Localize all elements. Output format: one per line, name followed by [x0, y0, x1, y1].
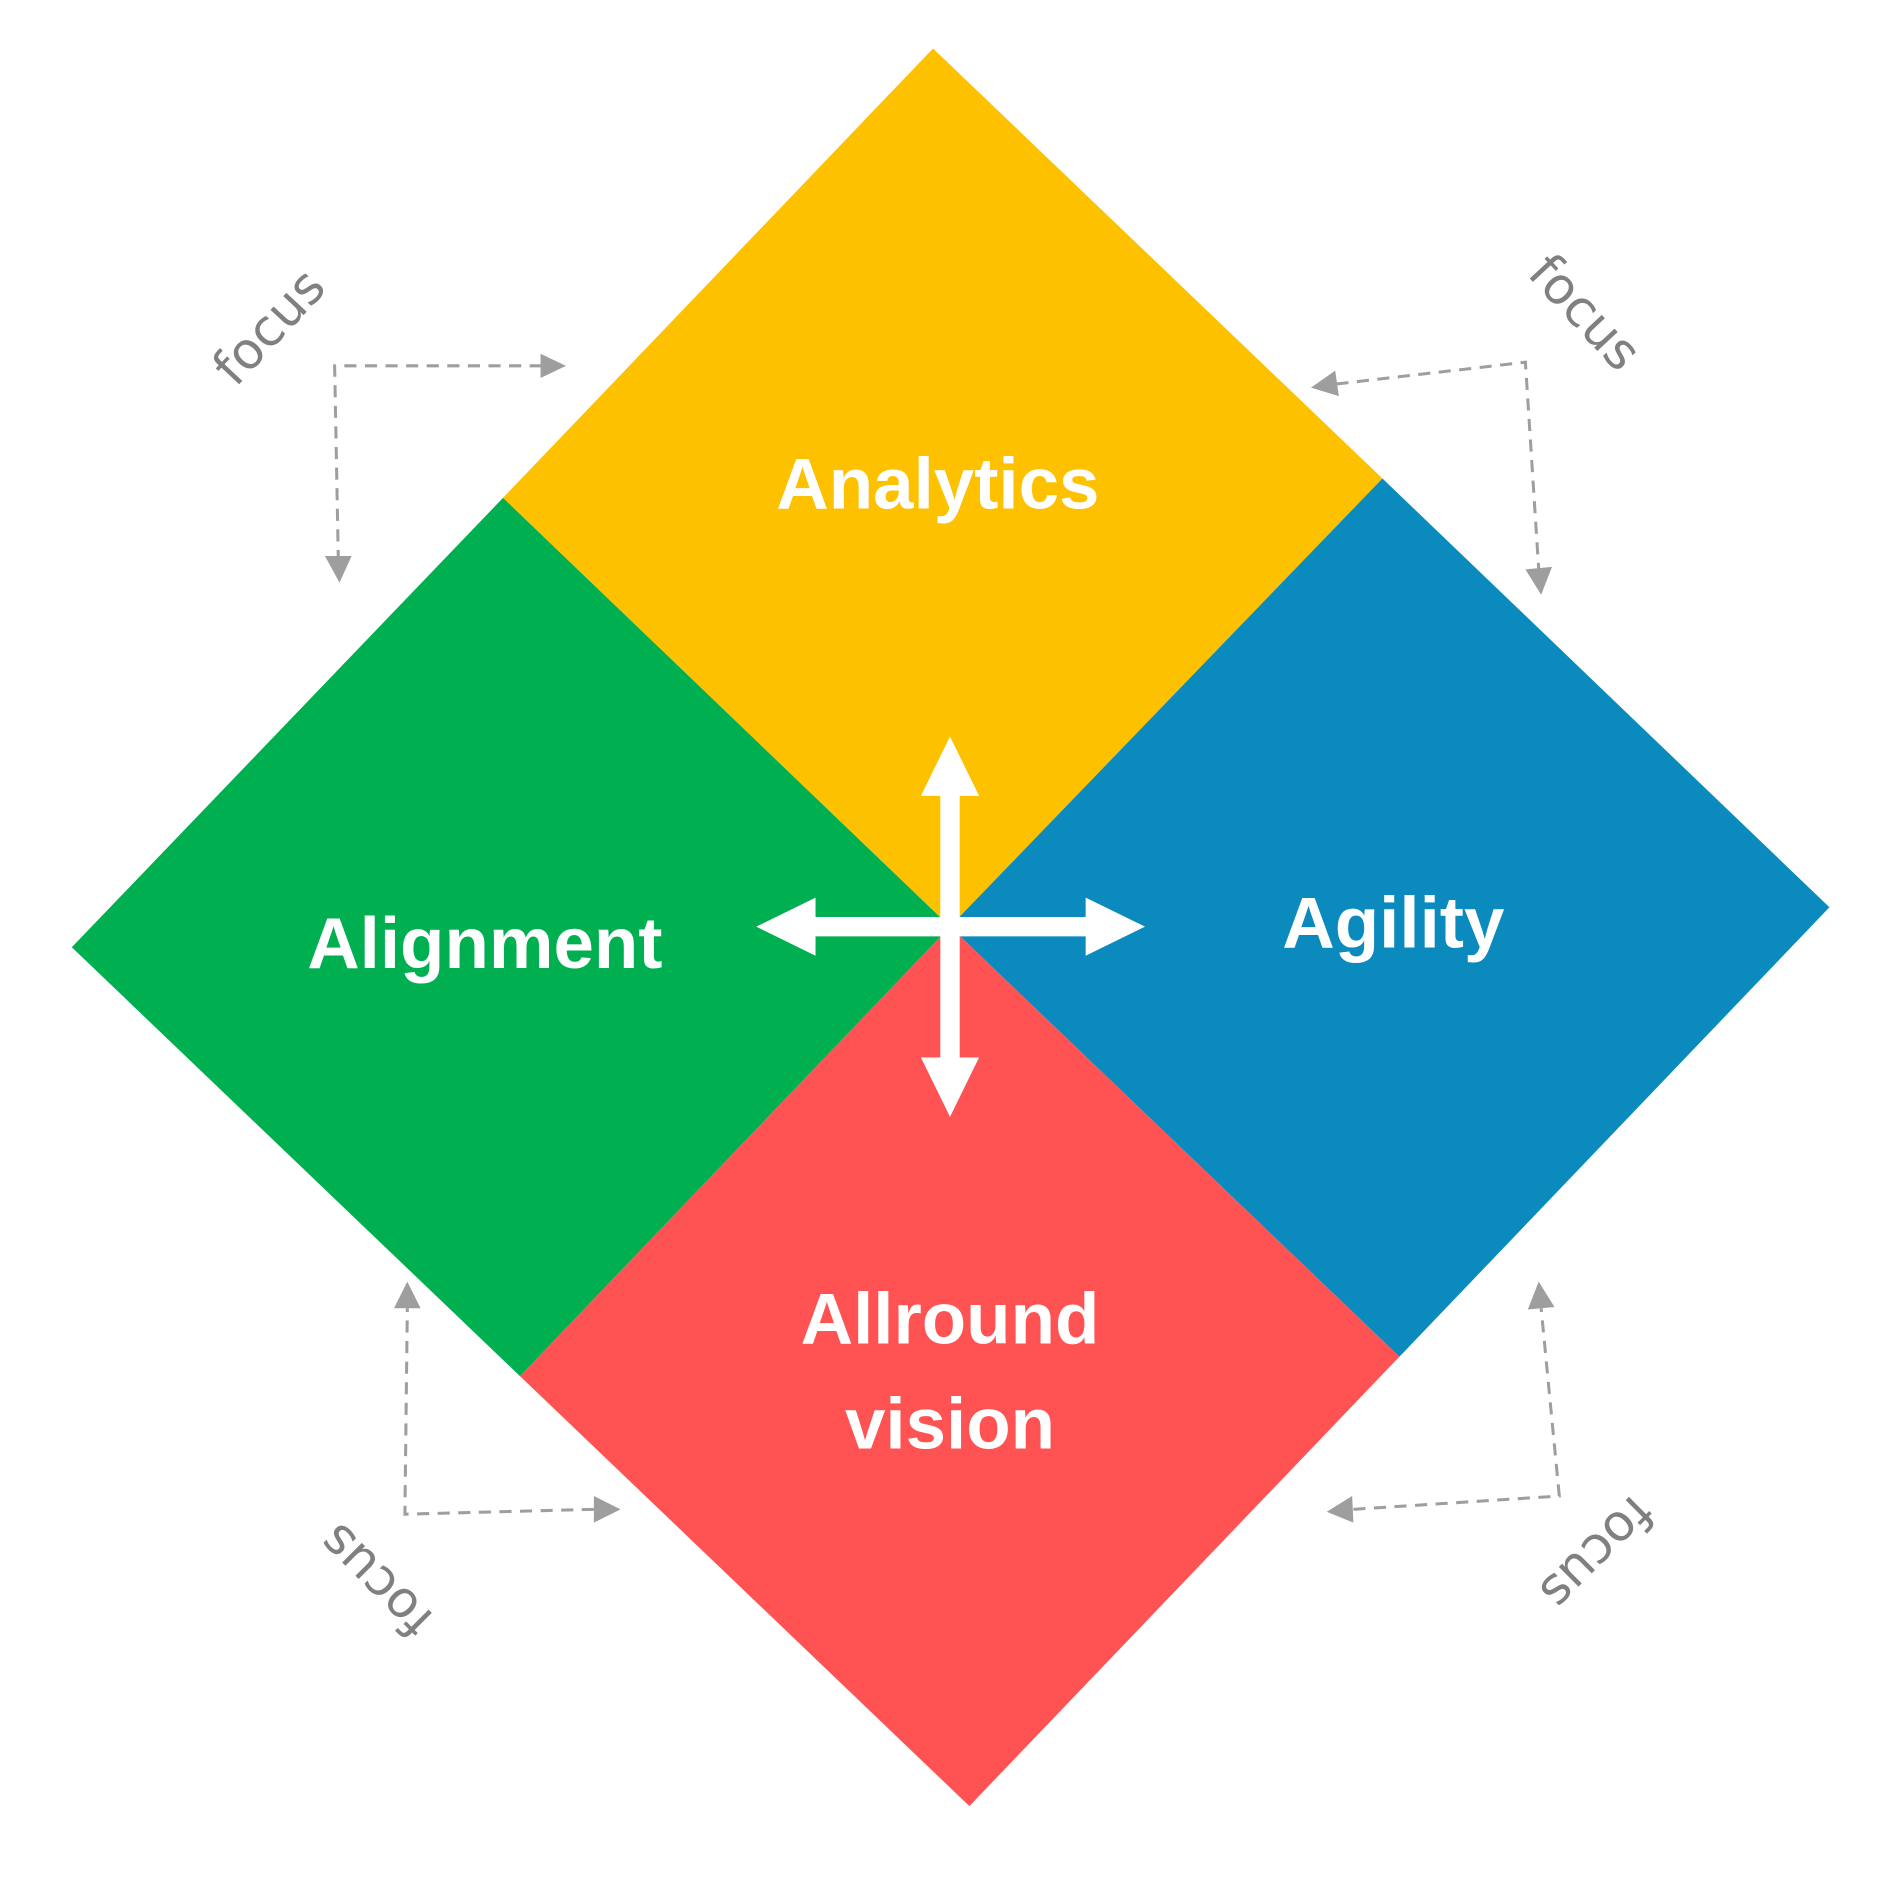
arrowhead-icon	[540, 353, 567, 378]
focus-label: focus	[1517, 242, 1653, 381]
allround-label-line1: Allround	[801, 1278, 1100, 1359]
agility-label: Agility	[1282, 882, 1505, 963]
analytics-label: Analytics	[776, 444, 1099, 525]
arrowhead-icon	[324, 556, 352, 583]
arrowhead-icon	[1525, 566, 1553, 595]
analytics-quadrant	[503, 48, 1383, 927]
focus-label: focus	[1528, 1484, 1666, 1622]
arrowhead-icon	[1527, 1281, 1555, 1310]
four-way-arrow-icon	[756, 736, 1146, 1117]
alignment-label: Alignment	[307, 903, 662, 984]
arrowhead-icon	[593, 1496, 621, 1523]
agility-quadrant	[950, 478, 1830, 1357]
allround-label-line2: vision	[845, 1384, 1055, 1465]
focus-label: focus	[307, 1512, 445, 1650]
alignment-quadrant	[71, 497, 951, 1377]
arrowhead-icon	[1326, 1496, 1354, 1523]
arrowhead-icon	[1310, 370, 1339, 397]
arrowhead-icon	[393, 1281, 421, 1309]
allround-vision-quadrant	[519, 926, 1400, 1807]
focus-label: focus	[201, 257, 337, 396]
